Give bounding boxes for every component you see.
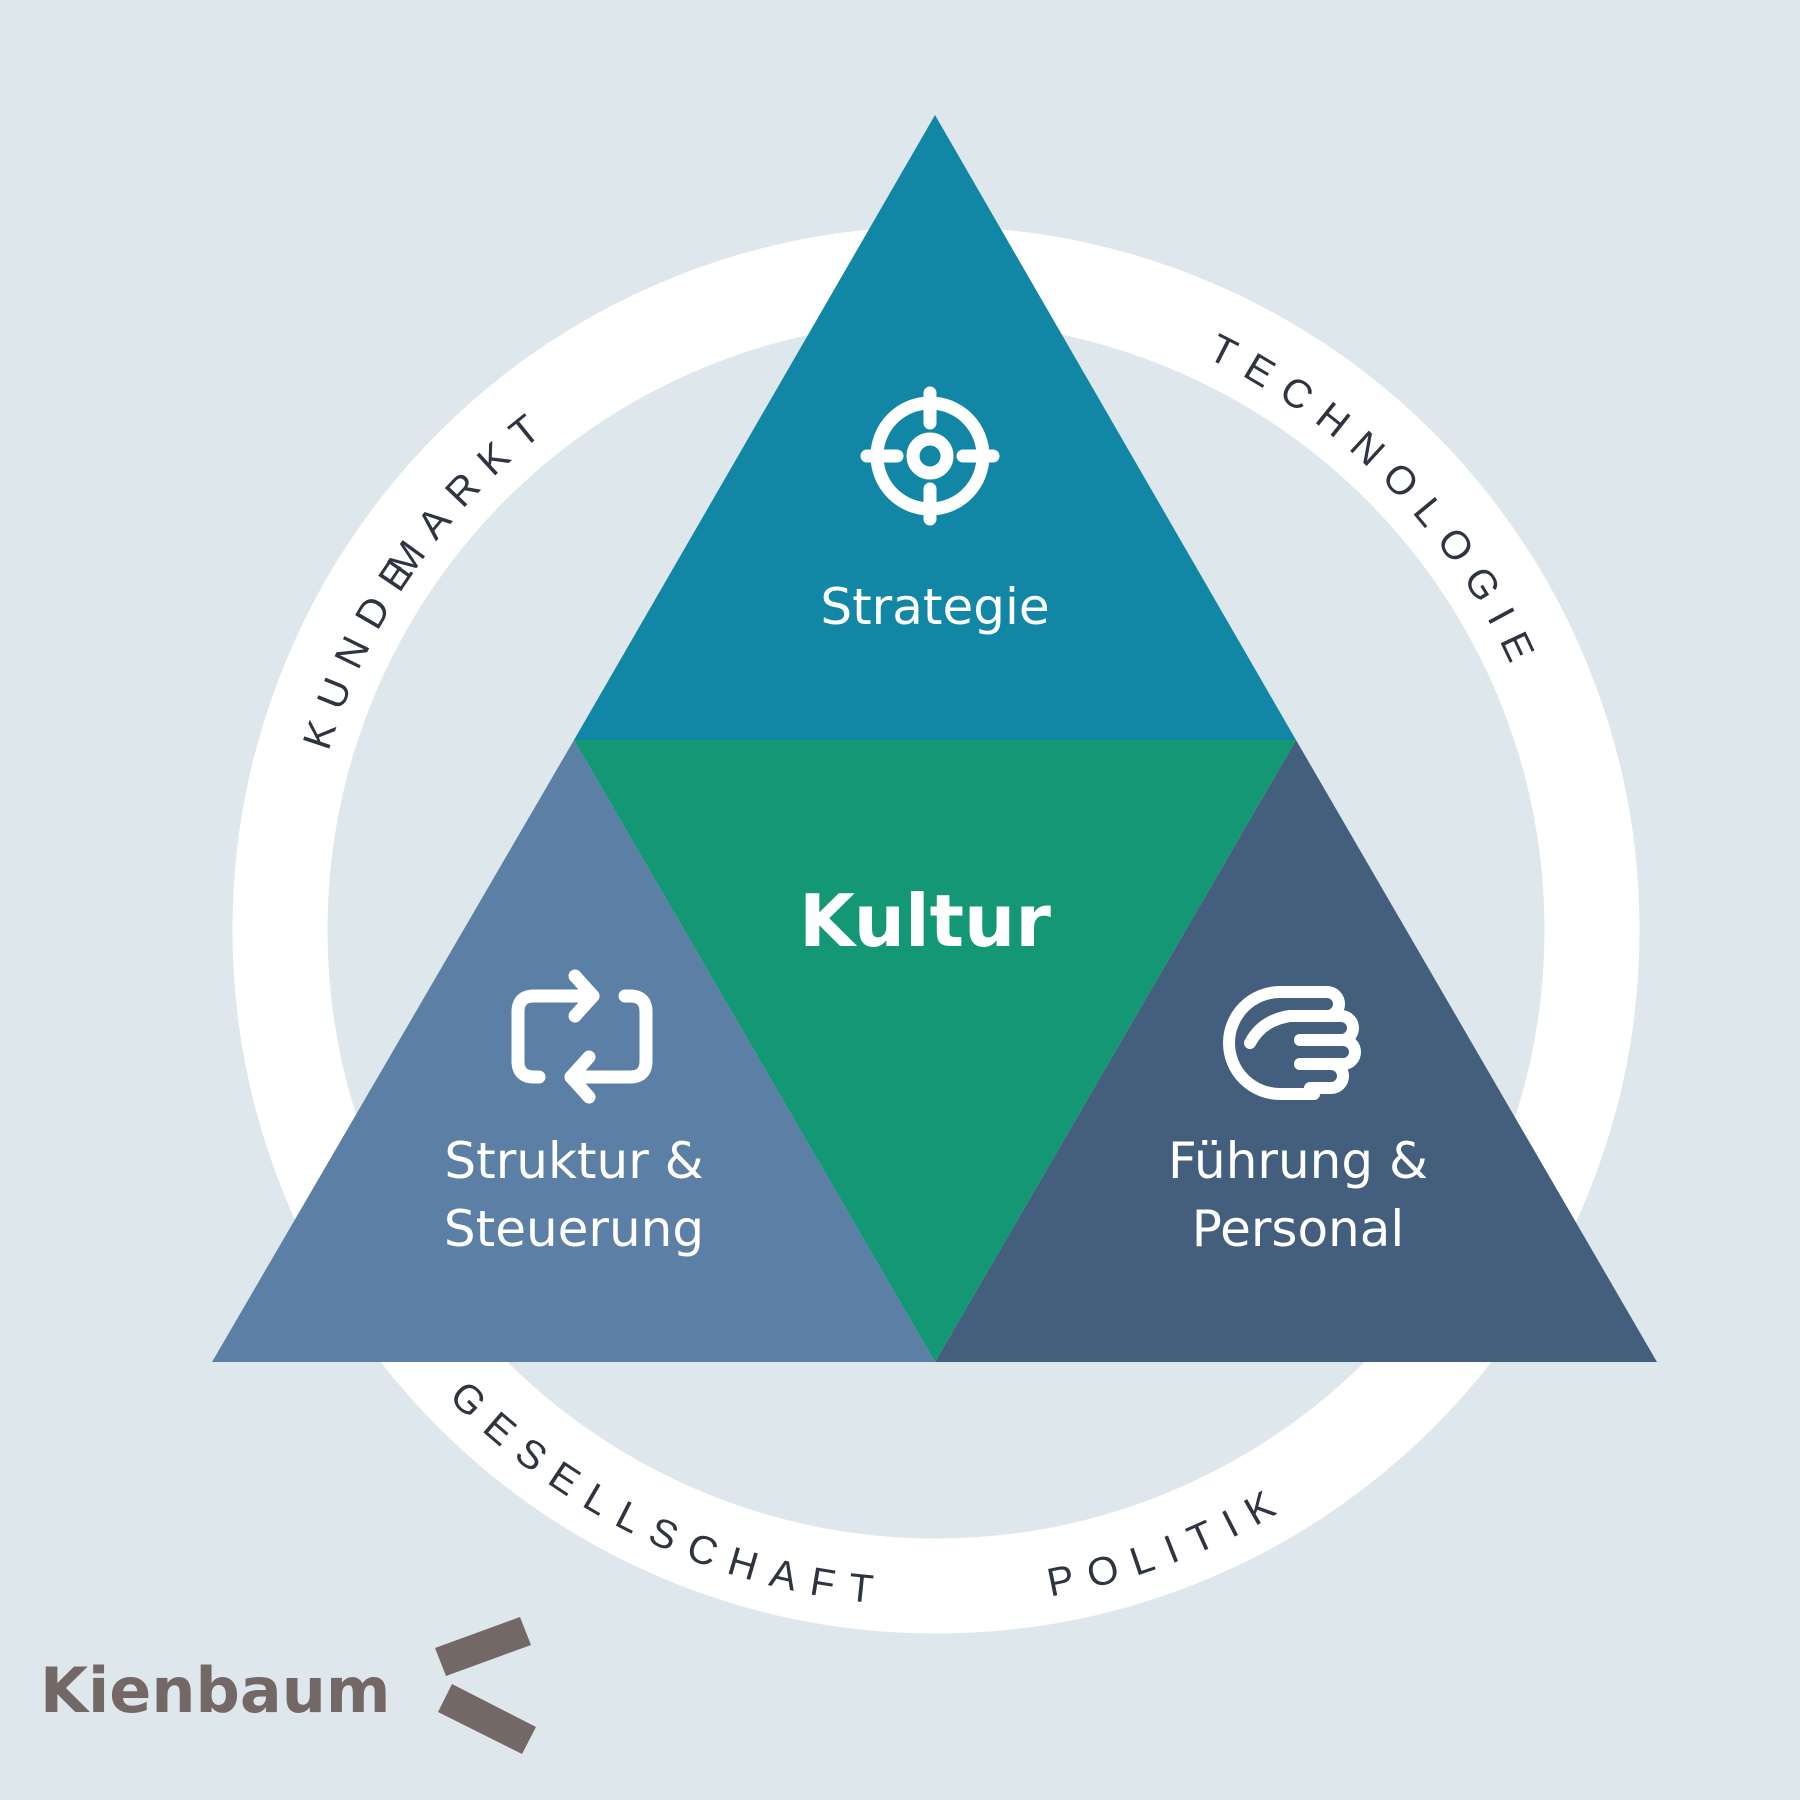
hand-icon (1223, 986, 1361, 1100)
segment-strategie (574, 115, 1296, 740)
segment-label-struktur-line2: Steuerung (444, 1200, 704, 1258)
segment-label-kultur: Kultur (799, 879, 1051, 963)
segment-label-fuehrung-line1: Führung & (1168, 1132, 1428, 1190)
target-crosshair-icon (860, 386, 1000, 526)
segment-fuehrung-personal (935, 740, 1657, 1362)
segment-struktur-steuerung (212, 740, 935, 1362)
brand-name: Kienbaum (40, 1654, 390, 1727)
kienbaum-logo-icon (435, 1617, 536, 1754)
segment-kultur (574, 740, 1296, 1362)
segment-label-strategie: Strategie (820, 578, 1049, 636)
segment-label-struktur-line1: Struktur & (444, 1132, 703, 1190)
cycle-arrows-icon (511, 969, 653, 1104)
segment-label-fuehrung-line2: Personal (1192, 1200, 1405, 1258)
